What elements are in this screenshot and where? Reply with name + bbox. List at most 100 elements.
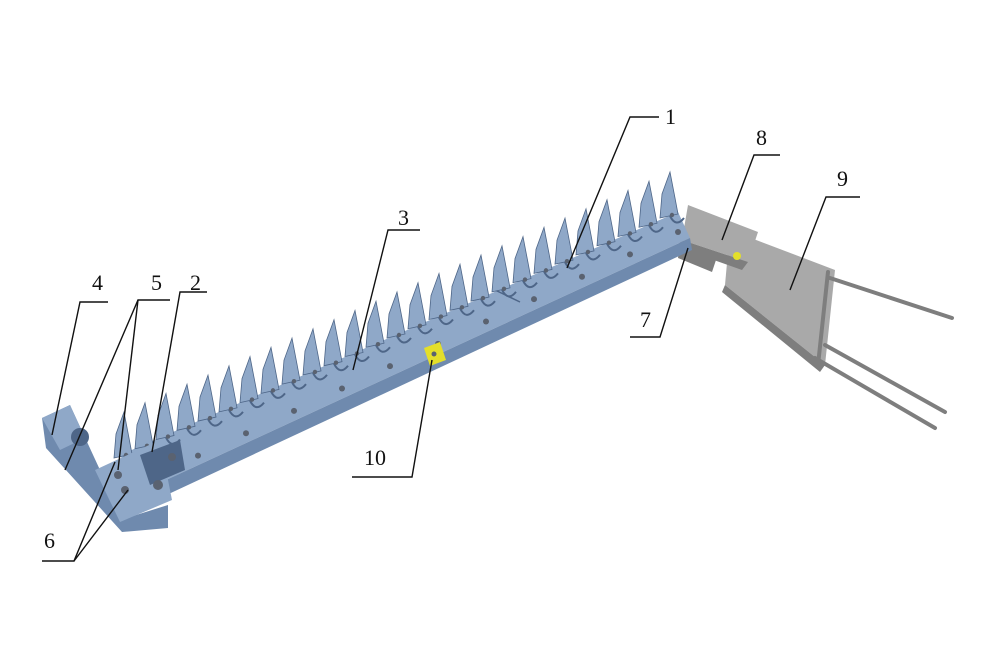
knife-guard	[543, 270, 559, 279]
tooth-rivet	[396, 332, 402, 338]
tooth-rivet	[270, 388, 276, 393]
knife-tooth	[239, 355, 259, 404]
tooth-rivet	[669, 212, 675, 218]
knife-guard	[669, 215, 685, 224]
knife-guard	[522, 280, 538, 289]
bar-bolt	[483, 318, 489, 325]
tooth-rivet	[627, 231, 633, 236]
knife-tooth	[218, 364, 238, 413]
leader-1	[566, 116, 659, 269]
callout-7: 7	[640, 307, 651, 332]
pivot-bolt-upper	[114, 471, 122, 479]
tooth-rivet	[459, 305, 465, 310]
leader-5b	[117, 299, 139, 471]
leader-4	[51, 301, 108, 436]
leader-7	[630, 247, 689, 338]
tooth-rivet	[606, 240, 612, 245]
knife-tooth	[428, 272, 448, 321]
knife-guard	[459, 307, 475, 316]
knife-tooth	[176, 382, 196, 431]
callout-4: 4	[92, 270, 103, 295]
leader-9	[789, 196, 860, 291]
knife-tooth	[449, 262, 469, 311]
callout-9: 9	[837, 166, 848, 191]
knife-tooth	[344, 308, 364, 357]
leader-2	[151, 291, 207, 453]
leader-3	[352, 229, 420, 371]
knife-guard	[228, 409, 244, 418]
tooth-rivet	[564, 258, 570, 264]
bracket-bolt	[153, 480, 163, 490]
knife-tooth	[554, 216, 574, 265]
knife-guard	[333, 363, 349, 372]
divider-plate-shade	[722, 285, 825, 372]
bar-bolt	[627, 251, 633, 258]
tooth-rivet	[228, 406, 234, 412]
knife-guard	[606, 243, 622, 252]
divider-plate	[725, 230, 835, 365]
knife-guard	[291, 381, 307, 390]
knife-guard	[564, 261, 580, 270]
tooth-rivet	[333, 360, 339, 365]
knife-tooth	[260, 345, 280, 394]
tooth-rivet	[207, 415, 213, 421]
bar-bolt	[675, 229, 681, 235]
callout-10: 10	[364, 445, 386, 470]
leader-10	[352, 359, 433, 478]
knife-guard	[186, 427, 202, 436]
frame-bolt	[733, 252, 741, 260]
callout-2: 2	[190, 270, 201, 295]
knife-tooth	[407, 281, 427, 330]
knife-guard	[375, 344, 391, 353]
knife-guard	[417, 326, 433, 335]
tooth-rivet	[291, 378, 297, 384]
knife-guard	[270, 390, 286, 399]
knife-tooth	[575, 207, 595, 256]
knife-clip	[424, 342, 446, 366]
knife-tooth	[323, 318, 343, 367]
leader-8	[721, 154, 780, 241]
tooth-rivet	[312, 369, 318, 375]
tooth-rivet	[480, 295, 486, 301]
tooth-rivet	[438, 314, 444, 319]
tooth-rivet	[375, 342, 381, 347]
knife-tooth	[134, 401, 154, 450]
bar-bolt	[339, 385, 345, 392]
knife-guard	[207, 418, 223, 427]
knife-guard	[585, 252, 601, 261]
knife-guard	[648, 224, 664, 233]
bar-top-face	[120, 212, 690, 492]
knife-tooth	[596, 198, 616, 247]
left-end-assembly	[42, 405, 185, 532]
rod-lower	[813, 356, 937, 430]
knife-clip-hole	[431, 351, 437, 357]
knife-guard	[501, 289, 517, 298]
tooth-rivet	[501, 286, 507, 292]
knife-tooth	[638, 179, 658, 228]
knife-guard	[312, 372, 328, 381]
callout-1: 1	[665, 104, 676, 129]
knife-guard	[627, 233, 643, 242]
bracket-bolt-2	[168, 453, 176, 461]
leader-lines	[42, 116, 860, 562]
bar-bolt	[243, 430, 249, 437]
knife-tooth	[470, 253, 490, 302]
knife-guard	[438, 317, 454, 326]
knife-tooth	[659, 170, 679, 219]
knife-tooth	[512, 235, 532, 284]
frame-assembly	[678, 205, 954, 430]
bracket-plate	[682, 205, 758, 262]
bar-bolt	[291, 407, 297, 414]
knife-guard	[249, 400, 265, 409]
tooth-rivet	[165, 434, 171, 439]
bar-bolt	[195, 452, 201, 459]
tooth-rivet	[585, 249, 591, 255]
leader-6b	[73, 489, 129, 562]
knife-tooth	[302, 327, 322, 376]
bar-front-face	[140, 238, 692, 505]
pulley-hub	[71, 428, 89, 446]
tooth-rivet	[648, 222, 654, 227]
tooth-rivet	[543, 268, 549, 273]
knife-tooth	[617, 188, 637, 237]
